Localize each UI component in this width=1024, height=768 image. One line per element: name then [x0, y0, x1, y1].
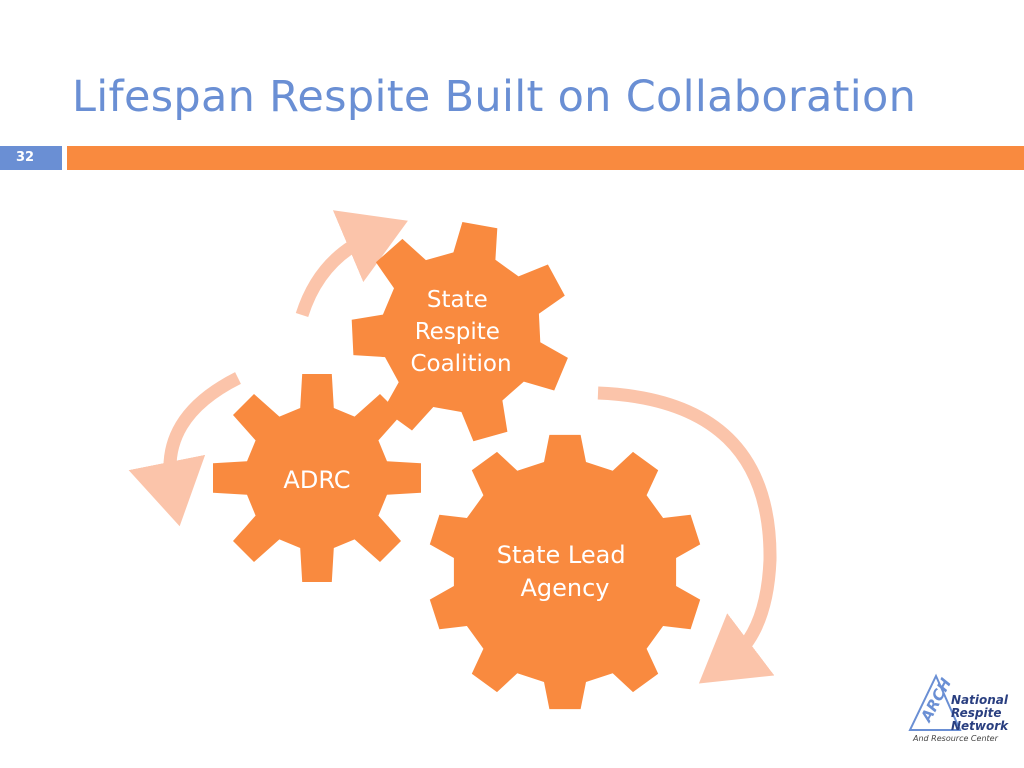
logo-name: National Respite Network: [951, 693, 1012, 733]
gear-label-state-lead-agency: State Lead Agency: [497, 541, 633, 602]
title-accent-bar: [67, 146, 1024, 170]
gear-label-adrc: ADRC: [283, 466, 350, 494]
slide-number-box: [0, 146, 62, 170]
slide-title: Lifespan Respite Built on Collaboration: [72, 72, 917, 122]
gear-label-state-respite-coalition: State Respite Coalition: [410, 287, 511, 377]
gear-state-lead-agency: [429, 434, 701, 710]
logo-mark: ARCH: [917, 675, 956, 726]
logo-tagline: And Resource Center: [912, 734, 999, 743]
arch-logo: ARCH National Respite Network And Resour…: [908, 673, 1012, 743]
logo-triangle: [908, 673, 962, 731]
slide-number: 32: [16, 150, 35, 165]
arrow-adrc-to-coalition: [295, 210, 408, 318]
gear-adrc: [213, 374, 421, 582]
arrow-adrc-loop: [128, 372, 241, 527]
gear-state-respite-coalition: [351, 222, 568, 442]
arrow-coalition-to-lead: [597, 386, 777, 684]
